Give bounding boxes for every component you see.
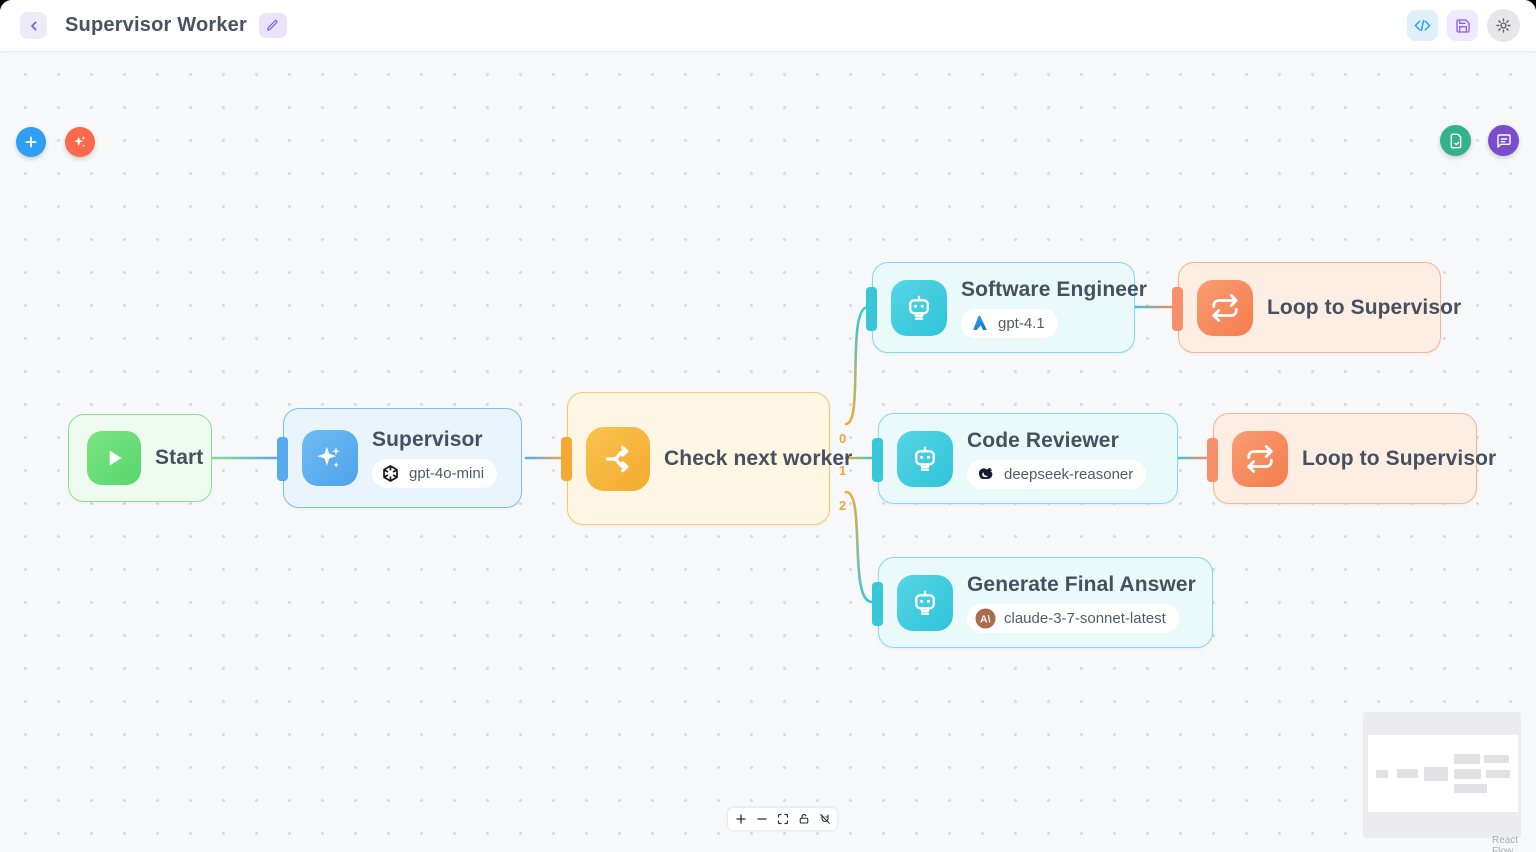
- react-flow-attribution: React Flow: [1492, 835, 1519, 852]
- save-button[interactable]: [1447, 10, 1478, 41]
- node-title: Check next worker: [664, 446, 853, 470]
- zoom-out-button[interactable]: [751, 809, 772, 829]
- toggle-interactivity-button[interactable]: [793, 809, 814, 829]
- minimap-node: [1484, 755, 1509, 763]
- model-name: gpt-4.1: [998, 314, 1045, 332]
- edge-label-1: 1: [839, 463, 847, 478]
- input-handle[interactable]: [872, 438, 883, 482]
- flow-canvas[interactable]: 0 1 2 Start Supervisor gpt-4o-mini: [0, 52, 1536, 852]
- node-check-next-worker[interactable]: Check next worker: [561, 392, 852, 525]
- minimap-node: [1454, 769, 1481, 779]
- input-handle[interactable]: [872, 582, 883, 626]
- node-generate-final-answer[interactable]: Generate Final Answer A\ claude-3-7-sonn…: [872, 557, 1213, 648]
- node-title: Start: [155, 446, 204, 469]
- fit-view-button[interactable]: [772, 809, 793, 829]
- model-pill: gpt-4o-mini: [372, 459, 498, 488]
- anthropic-logo-icon: A\: [975, 608, 996, 629]
- model-pill: deepseek-reasoner: [967, 459, 1147, 489]
- repeat-icon: [1232, 430, 1288, 487]
- edge-check-final-answer: [844, 490, 874, 604]
- deepseek-logo-icon: [975, 464, 996, 485]
- node-title: Loop to Supervisor: [1302, 446, 1497, 470]
- branch-icon: [586, 426, 650, 491]
- minimap-node: [1486, 770, 1510, 778]
- input-handle[interactable]: [1207, 438, 1218, 482]
- robot-icon: [897, 574, 953, 631]
- model-name: claude-3-7-sonnet-latest: [1004, 609, 1166, 627]
- fit-view-icon: [777, 813, 788, 825]
- minimap-node: [1454, 754, 1480, 764]
- view-code-button[interactable]: [1407, 10, 1438, 41]
- node-software-engineer[interactable]: Software Engineer gpt-4.1: [866, 262, 1148, 353]
- code-icon: [1414, 19, 1431, 32]
- node-supervisor[interactable]: Supervisor gpt-4o-mini: [277, 408, 522, 508]
- canvas-controls: [728, 808, 837, 830]
- model-pill: A\ claude-3-7-sonnet-latest: [967, 603, 1179, 633]
- input-handle[interactable]: [561, 437, 572, 481]
- magnet-off-icon: [819, 814, 830, 824]
- minimap-node: [1376, 770, 1388, 778]
- minimap-node: [1424, 767, 1448, 781]
- minimap-node: [1454, 784, 1487, 793]
- repeat-icon: [1197, 279, 1253, 336]
- model-name: deepseek-reasoner: [1004, 465, 1134, 483]
- openai-logo-icon: [380, 463, 401, 484]
- document-check-icon: [1450, 133, 1461, 148]
- header: Supervisor Worker: [0, 0, 1536, 52]
- plus-icon: [735, 814, 746, 824]
- edge-label-0: 0: [839, 431, 847, 446]
- back-button[interactable]: [20, 12, 47, 39]
- model-name: gpt-4o-mini: [409, 465, 485, 482]
- settings-button[interactable]: [1487, 9, 1520, 42]
- save-icon: [1455, 18, 1470, 33]
- node-loop-to-supervisor-2[interactable]: Loop to Supervisor: [1207, 413, 1496, 504]
- input-handle[interactable]: [1172, 287, 1183, 331]
- chat-icon: [1496, 133, 1511, 148]
- edge-check-software-engineer: [844, 305, 870, 426]
- node-start[interactable]: Start: [68, 414, 212, 502]
- pencil-icon: [267, 19, 278, 31]
- node-title: Supervisor: [372, 428, 483, 451]
- model-pill: gpt-4.1: [961, 308, 1058, 338]
- node-loop-to-supervisor-1[interactable]: Loop to Supervisor: [1172, 262, 1461, 353]
- ai-assist-button[interactable]: [65, 127, 95, 157]
- header-actions: [1407, 9, 1520, 42]
- minimap-node: [1397, 769, 1418, 778]
- robot-icon: [891, 279, 947, 336]
- run-report-button[interactable]: [1440, 125, 1471, 156]
- robot-icon: [897, 430, 953, 487]
- node-title: Loop to Supervisor: [1267, 295, 1462, 319]
- sparkles-icon: [74, 136, 86, 148]
- node-title: Code Reviewer: [967, 428, 1119, 452]
- sparkles-icon: [302, 430, 358, 486]
- input-handle[interactable]: [866, 287, 877, 331]
- gear-icon: [1496, 18, 1511, 33]
- azure-logo-icon: [969, 313, 990, 334]
- node-title: Generate Final Answer: [967, 572, 1196, 596]
- edit-title-button[interactable]: [258, 13, 287, 38]
- play-icon: [87, 431, 141, 485]
- minus-icon: [756, 818, 767, 820]
- unlock-icon: [799, 813, 808, 824]
- snap-to-grid-button[interactable]: [814, 809, 835, 829]
- edge-label-2: 2: [839, 498, 847, 513]
- zoom-in-button[interactable]: [730, 809, 751, 829]
- minimap[interactable]: [1363, 712, 1521, 838]
- chat-button[interactable]: [1488, 125, 1519, 156]
- chevron-left-icon: [30, 20, 37, 31]
- node-code-reviewer[interactable]: Code Reviewer deepseek-reasoner: [872, 413, 1178, 504]
- add-node-button[interactable]: [16, 127, 46, 157]
- input-handle[interactable]: [277, 437, 288, 481]
- svg-text:A\: A\: [980, 613, 991, 625]
- node-title: Software Engineer: [961, 277, 1148, 301]
- plus-icon: [25, 136, 37, 148]
- page-title: Supervisor Worker: [65, 14, 247, 36]
